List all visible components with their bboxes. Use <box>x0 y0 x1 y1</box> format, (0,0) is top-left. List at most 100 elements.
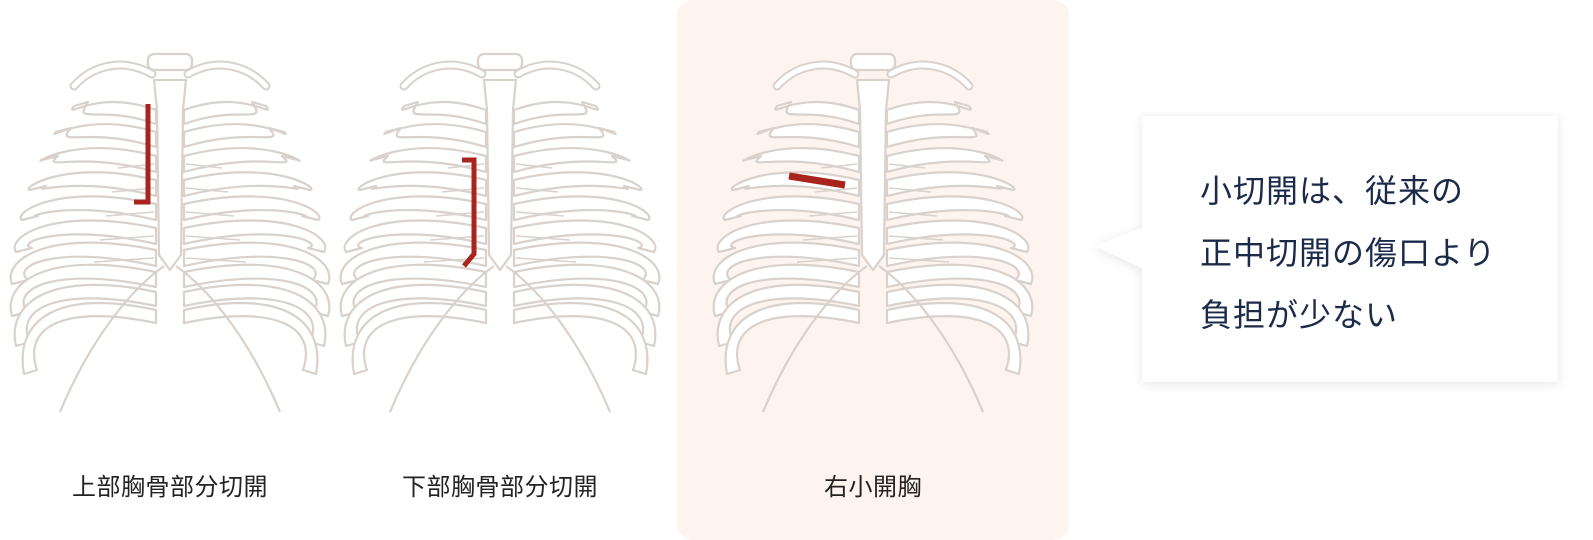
costal-cartilage <box>441 187 485 193</box>
costal-cartilage <box>888 211 938 217</box>
caption-lower-sternotomy: 下部胸骨部分切開 <box>402 473 598 501</box>
costal-cartilage <box>888 235 944 241</box>
callout-line-2: 正中切開の傷口より <box>1200 234 1497 272</box>
costal-cartilage <box>515 187 559 193</box>
rib-bone <box>13 219 158 254</box>
panel-lower-sternotomy: 下部胸骨部分切開 <box>330 0 670 540</box>
rib-bone <box>512 123 617 149</box>
incision-mark-lower-sternotomy <box>462 157 477 268</box>
rib-bone <box>27 171 158 198</box>
rib-bone <box>730 171 861 198</box>
rib-bone <box>724 301 861 376</box>
clavicle-inner <box>401 62 485 89</box>
ribcage-illustration-upper <box>9 52 331 413</box>
rib-bone <box>182 171 313 198</box>
costal-cartilage <box>93 257 155 263</box>
rib-bone <box>357 171 488 198</box>
sternum <box>152 78 188 272</box>
costal-cartilage <box>820 163 858 169</box>
sternum <box>482 78 518 272</box>
costal-cartilage <box>814 187 858 193</box>
costal-cartilage <box>888 163 926 169</box>
costal-arch <box>175 265 282 413</box>
rib-bone <box>383 123 488 149</box>
ribcage-bones <box>339 52 661 413</box>
costal-arch <box>505 265 612 413</box>
incision-mark-upper-sternotomy <box>134 104 151 205</box>
rib-bone <box>885 301 1022 376</box>
clavicle-inner <box>888 62 972 89</box>
rib-bone <box>722 195 861 222</box>
speech-bubble-callout: 小切開は、従来の 正中切開の傷口より 負担が少ない <box>1090 112 1568 392</box>
costal-cartilage <box>808 211 858 217</box>
clavicle-inner <box>515 62 599 89</box>
costal-cartilage <box>515 163 553 169</box>
rib-bone <box>343 283 488 348</box>
rib-bone <box>885 147 1004 174</box>
costal-cartilage <box>185 163 223 169</box>
rib-bone <box>885 100 972 126</box>
vertebra <box>146 52 194 72</box>
costal-cartilage <box>515 257 577 263</box>
costal-cartilage <box>802 235 858 241</box>
costal-cartilage <box>99 235 155 241</box>
rib-bone <box>885 195 1024 222</box>
costal-cartilage <box>105 211 155 217</box>
rib-bone <box>716 219 861 254</box>
rib-bone <box>182 219 327 254</box>
rib-bone <box>512 171 643 198</box>
costal-cartilage <box>185 187 229 193</box>
rib-bone <box>401 100 488 126</box>
costal-cartilage <box>423 257 485 263</box>
rib-bone <box>512 147 631 174</box>
panel-upper-sternotomy: 上部胸骨部分切開 <box>0 0 340 540</box>
rib-bone <box>369 147 488 174</box>
speech-bubble-shape <box>1094 116 1558 382</box>
costal-cartilage <box>515 235 571 241</box>
costal-arch <box>388 265 495 413</box>
rib-bone <box>182 195 321 222</box>
caption-right-mini-thoracotomy: 右小開胸 <box>824 473 922 501</box>
costal-cartilage <box>888 187 932 193</box>
costal-cartilage <box>447 163 485 169</box>
costal-arch <box>761 265 868 413</box>
rib-bone <box>13 283 158 348</box>
ribcage-illustration-lower <box>339 52 661 413</box>
sternum <box>855 78 891 272</box>
costal-cartilage <box>796 257 858 263</box>
rib-bone <box>182 301 319 376</box>
costal-cartilage <box>185 211 235 217</box>
rib-bone <box>774 100 861 126</box>
rib-bone <box>716 283 861 348</box>
clavicle-inner <box>71 62 155 89</box>
costal-arch <box>58 265 165 413</box>
rib-bone <box>21 301 158 376</box>
rib-bone <box>512 283 657 348</box>
ribcage-illustration-right <box>712 52 1034 413</box>
clavicle-inner <box>774 62 858 89</box>
vertebra <box>476 52 524 72</box>
costal-cartilage <box>888 257 950 263</box>
rib-bone <box>512 219 657 254</box>
callout-line-3: 負担が少ない <box>1200 296 1399 334</box>
costal-cartilage <box>185 235 241 241</box>
costal-arch <box>878 265 985 413</box>
clavicle-inner <box>185 62 269 89</box>
rib-bone <box>512 301 649 376</box>
ribcage-bones <box>712 52 1034 413</box>
rib-bone <box>71 100 158 126</box>
costal-cartilage <box>515 211 565 217</box>
rib-bone <box>885 123 990 149</box>
rib-bone <box>885 283 1030 348</box>
rib-bone <box>53 123 158 149</box>
ribcage-bones <box>9 52 331 413</box>
rib-bone <box>742 147 861 174</box>
rib-bone <box>885 219 1030 254</box>
panel-right-mini-thoracotomy: 右小開胸 <box>677 0 1069 540</box>
rib-bone <box>349 195 488 222</box>
rib-bone <box>182 283 327 348</box>
rib-bone <box>182 147 301 174</box>
caption-upper-sternotomy: 上部胸骨部分切開 <box>72 473 268 501</box>
rib-bone <box>512 195 651 222</box>
rib-bone <box>39 147 158 174</box>
